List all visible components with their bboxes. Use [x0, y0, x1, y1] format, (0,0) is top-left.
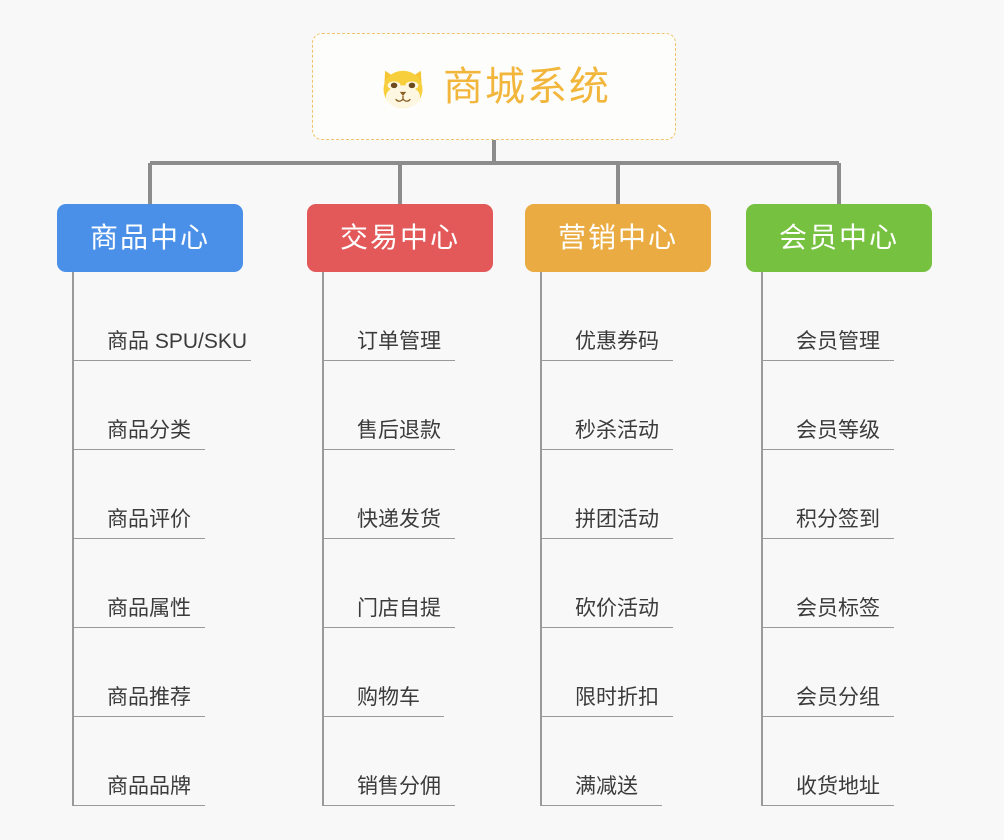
leaf-item[interactable]: 限时折扣	[542, 628, 740, 717]
leaf-item[interactable]: 售后退款	[324, 361, 522, 450]
category-label-3: 营销中心	[557, 222, 678, 253]
leaf-item[interactable]: 门店自提	[324, 539, 522, 628]
leaf-item[interactable]: 会员等级	[763, 361, 961, 450]
leaf-item-underline	[74, 716, 205, 717]
leaf-item[interactable]: 商品推荐	[74, 628, 272, 717]
leaf-item-label: 购物车	[357, 686, 420, 709]
leaf-list-2: 订单管理售后退款快递发货门店自提购物车销售分佣	[322, 272, 522, 806]
branch-column-4: 会员中心	[746, 204, 932, 272]
leaf-item-label: 拼团活动	[575, 508, 659, 531]
leaf-item[interactable]: 会员分组	[763, 628, 961, 717]
leaf-item[interactable]: 商品评价	[74, 450, 272, 539]
leaf-item-underline	[763, 627, 894, 628]
leaf-item-underline	[324, 360, 455, 361]
leaf-list-1: 商品 SPU/SKU 商品分类商品评价商品属性商品推荐商品品牌	[72, 272, 272, 806]
leaf-item-underline	[542, 627, 673, 628]
leaf-item[interactable]: 订单管理	[324, 272, 522, 361]
leaf-item-label: 商品评价	[107, 508, 191, 531]
leaf-item-underline	[74, 627, 205, 628]
leaf-item-underline	[74, 360, 251, 361]
leaf-item-label: 会员标签	[796, 597, 880, 620]
category-label-2: 交易中心	[339, 222, 460, 253]
leaf-item-label: 商品分类	[107, 419, 191, 442]
root-node[interactable]: 商城系统	[312, 33, 676, 140]
leaf-item-label: 收货地址	[796, 775, 880, 798]
category-label-1: 商品中心	[89, 222, 210, 253]
leaf-item[interactable]: 收货地址	[763, 717, 961, 806]
category-label-4: 会员中心	[778, 222, 899, 253]
leaf-item[interactable]: 满减送	[542, 717, 740, 806]
branch-column-2: 交易中心	[307, 204, 493, 272]
leaf-item-label: 商品 SPU/SKU	[107, 330, 248, 353]
leaf-item-underline	[542, 360, 673, 361]
leaf-item[interactable]: 积分签到	[763, 450, 961, 539]
leaf-item-underline	[324, 538, 455, 539]
leaf-item-label: 砍价活动	[575, 597, 659, 620]
leaf-item-label: 优惠券码	[575, 330, 659, 353]
leaf-item-underline	[763, 716, 894, 717]
leaf-item-label: 满减送	[575, 775, 638, 798]
leaf-item[interactable]: 秒杀活动	[542, 361, 740, 450]
leaf-item-label: 商品品牌	[107, 775, 191, 798]
category-box-2[interactable]: 交易中心	[307, 204, 493, 272]
leaf-item-underline	[324, 449, 455, 450]
leaf-item-label: 商品推荐	[107, 686, 191, 709]
leaf-item[interactable]: 快递发货	[324, 450, 522, 539]
shiba-dog-face-icon	[377, 61, 429, 113]
leaf-item-underline	[763, 538, 894, 539]
category-box-1[interactable]: 商品中心	[57, 204, 243, 272]
leaf-item-label: 会员等级	[796, 419, 880, 442]
leaf-item-label: 会员分组	[796, 686, 880, 709]
leaf-item[interactable]: 商品分类	[74, 361, 272, 450]
leaf-item-underline	[324, 805, 455, 806]
leaf-list-4: 会员管理会员等级积分签到会员标签会员分组收货地址	[761, 272, 961, 806]
leaf-item[interactable]: 会员管理	[763, 272, 961, 361]
leaf-item-label: 会员管理	[796, 330, 880, 353]
branch-column-1: 商品中心	[57, 204, 243, 272]
leaf-item[interactable]: 商品属性	[74, 539, 272, 628]
leaf-item-label: 售后退款	[357, 419, 441, 442]
leaf-item[interactable]: 购物车	[324, 628, 522, 717]
leaf-item-underline	[542, 805, 662, 806]
leaf-item-underline	[542, 716, 673, 717]
leaf-item-underline	[763, 360, 894, 361]
leaf-item-label: 积分签到	[796, 508, 880, 531]
leaf-item-label: 限时折扣	[575, 686, 659, 709]
leaf-item-label: 秒杀活动	[575, 419, 659, 442]
leaf-item-label: 销售分佣	[357, 775, 441, 798]
leaf-item-underline	[763, 805, 894, 806]
leaf-item[interactable]: 商品 SPU/SKU	[74, 272, 272, 361]
leaf-item-label: 订单管理	[357, 330, 441, 353]
category-box-4[interactable]: 会员中心	[746, 204, 932, 272]
branch-column-3: 营销中心	[525, 204, 711, 272]
leaf-item-underline	[324, 627, 455, 628]
leaf-item[interactable]: 销售分佣	[324, 717, 522, 806]
leaf-item[interactable]: 砍价活动	[542, 539, 740, 628]
leaf-item-underline	[763, 449, 894, 450]
leaf-item[interactable]: 拼团活动	[542, 450, 740, 539]
category-box-3[interactable]: 营销中心	[525, 204, 711, 272]
leaf-item-underline	[74, 449, 205, 450]
root-title: 商城系统	[443, 64, 611, 109]
leaf-item[interactable]: 优惠券码	[542, 272, 740, 361]
leaf-item-label: 门店自提	[357, 597, 441, 620]
leaf-item[interactable]: 商品品牌	[74, 717, 272, 806]
leaf-list-3: 优惠券码秒杀活动拼团活动砍价活动限时折扣满减送	[540, 272, 740, 806]
leaf-item-underline	[74, 805, 205, 806]
leaf-item[interactable]: 会员标签	[763, 539, 961, 628]
leaf-item-underline	[74, 538, 205, 539]
leaf-item-underline	[542, 538, 673, 539]
leaf-item-underline	[324, 716, 444, 717]
leaf-item-label: 快递发货	[357, 508, 441, 531]
leaf-item-underline	[542, 449, 673, 450]
leaf-item-label: 商品属性	[107, 597, 191, 620]
